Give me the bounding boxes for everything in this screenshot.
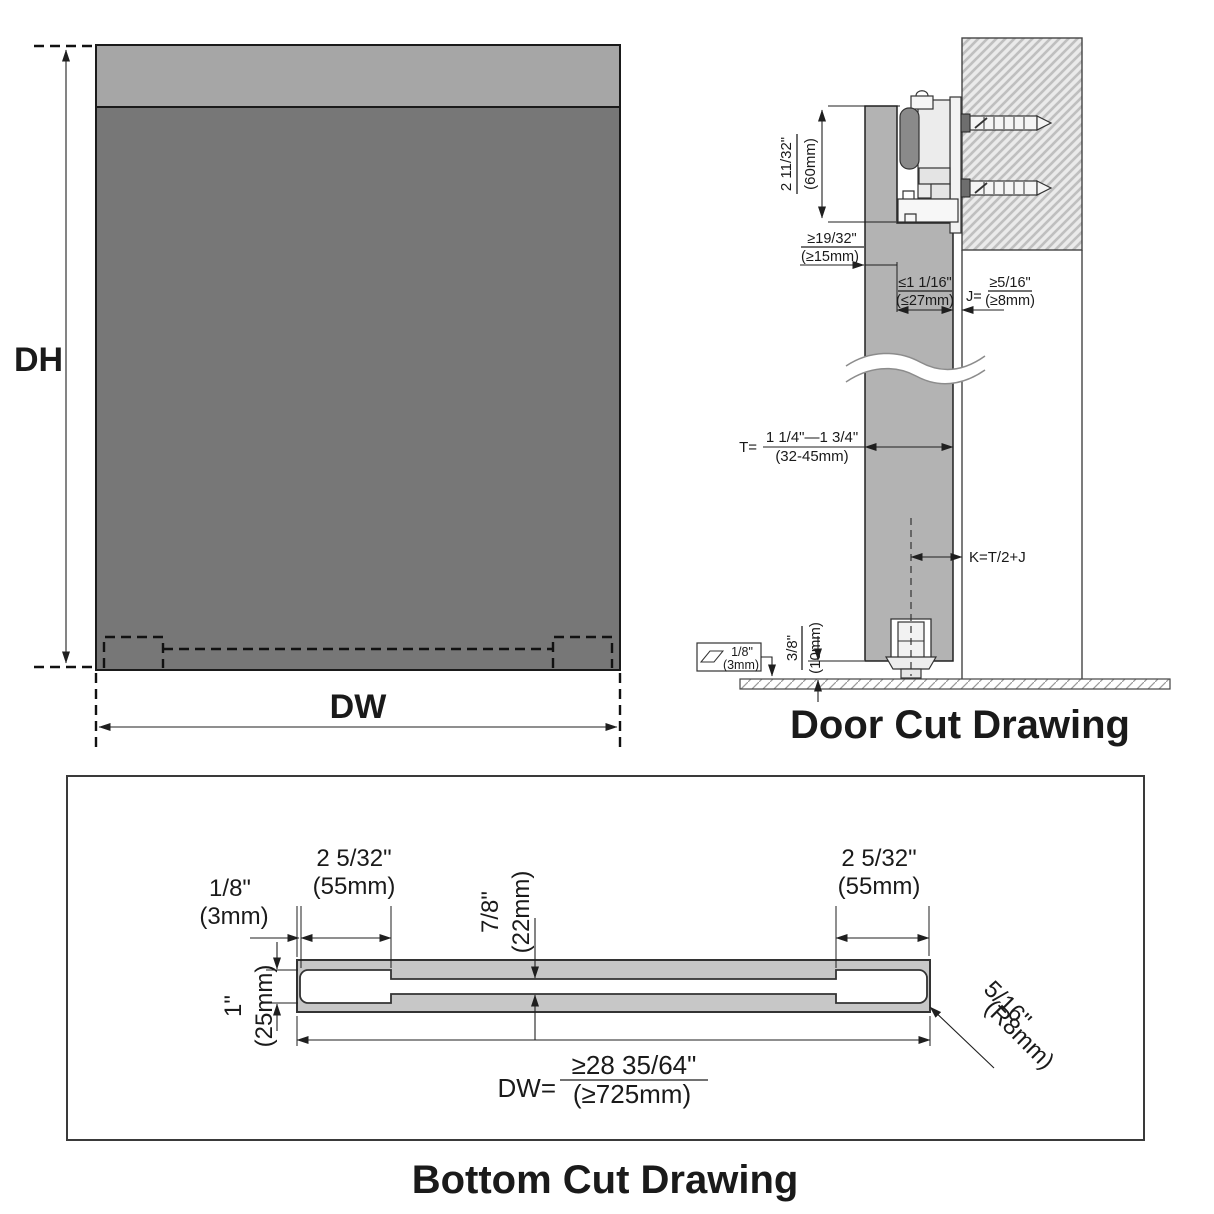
- thickness-mm: (32-45mm): [775, 448, 848, 465]
- dim-min-door-width: DW= ≥28 35/64" (≥725mm): [296, 1016, 931, 1109]
- dh-label: DH: [14, 341, 63, 379]
- dim-track-height: 2 11/32" (60mm): [778, 105, 900, 223]
- spacer-inch: 1/8": [731, 645, 753, 659]
- foot-profile-notch-upper: [902, 190, 915, 199]
- k-formula-label: K=T/2+J: [969, 549, 1026, 566]
- dim-cut-depth: ≤1 1/16" (≤27mm): [896, 275, 954, 314]
- hanger-bracket-upper: [918, 167, 951, 185]
- dim-groove-width: 7/8" (22mm): [477, 871, 539, 1040]
- thickness-inch: 1 1/4"—1 3/4": [766, 429, 858, 446]
- door-top-band: [95, 44, 621, 108]
- spacer-mm: (3mm): [723, 658, 759, 672]
- dim-k-offset: K=T/2+J: [910, 518, 1026, 676]
- dim-pocket-left: 2 5/32" (55mm): [300, 845, 396, 968]
- jamb-gap-prefix: J=: [966, 289, 982, 305]
- dim-door-width: DW: [94, 673, 622, 747]
- break-band: [846, 353, 985, 384]
- break-symbol: [845, 352, 986, 385]
- wall-hatched-block: [961, 37, 1083, 251]
- lag-screw-lower: [969, 180, 1053, 196]
- floor-clearance-inch: 3/8": [784, 635, 801, 661]
- screw-ribs: [983, 182, 1025, 194]
- pocket-right-inch: 2 5/32": [841, 845, 916, 872]
- hanger-top-clip: [910, 95, 934, 110]
- groove-cut-shape: [299, 969, 928, 1004]
- screw-thread-mark: [974, 117, 988, 129]
- dim-pocket-right: 2 5/32" (55mm): [835, 845, 930, 968]
- jamb-gap-mm: (≥8mm): [985, 293, 1035, 309]
- pocket-width-mm: (25mm): [251, 965, 278, 1048]
- door-size-diagram: DH DW: [14, 44, 622, 747]
- min-remaining-inch: ≥19/32": [807, 231, 856, 247]
- door-cut-title: Door Cut Drawing: [790, 703, 1130, 747]
- foot-profile-notch-lower: [904, 213, 917, 222]
- hanger-hook: [915, 90, 929, 97]
- bottom-pocket-left-dashed: [102, 635, 165, 668]
- break-wave-bottom: [845, 367, 986, 385]
- floor-clearance-mm: (10mm): [807, 622, 824, 674]
- dim-floor-clearance: 3/8" (10mm): [784, 622, 864, 702]
- pocket-left-inch: 2 5/32": [316, 845, 391, 872]
- roller-wheel: [899, 107, 920, 170]
- track-hardware: [897, 90, 1053, 234]
- min-remaining-mm: (≥15mm): [801, 249, 859, 265]
- cut-depth-mm: (≤27mm): [896, 293, 954, 309]
- radius-leader: [929, 1006, 995, 1069]
- door-panel-front: [95, 44, 621, 671]
- break-wave-top: [845, 352, 986, 371]
- screw-thread-mark: [974, 182, 988, 194]
- spacer-icon: [699, 650, 725, 663]
- dim-door-height: DH: [14, 44, 98, 669]
- spacer-leader: [761, 656, 776, 677]
- screw-washer-upper: [960, 113, 971, 133]
- edge-offset-inch: 1/8": [209, 875, 251, 902]
- track-height-mm: (60mm): [802, 138, 819, 190]
- bottom-cut-drawing: 1/8" (3mm) 2 5/32" (55mm) 2 5/32" (55mm)…: [66, 775, 1145, 1202]
- door-cut-drawing: 2 11/32" (60mm) ≥19/32" (≥15mm) ≤1 1/16"…: [696, 37, 1171, 747]
- pocket-left-mm: (55mm): [313, 873, 396, 900]
- screw-washer-lower: [960, 178, 971, 198]
- dim-edge-offset: 1/8" (3mm): [199, 875, 300, 957]
- cut-depth-inch: ≤1 1/16": [898, 275, 951, 291]
- spacer-callout: 1/8" (3mm): [696, 642, 776, 677]
- screw-ribs: [983, 117, 1025, 129]
- groove-width-mm: (22mm): [508, 871, 535, 954]
- dim-jamb-gap: J= ≥5/16" (≥8mm): [961, 275, 1035, 314]
- dw-label: DW: [330, 688, 388, 726]
- lag-screw-upper: [969, 115, 1053, 131]
- hanger-bracket-lower: [930, 183, 951, 200]
- track-height-inch: 2 11/32": [778, 137, 795, 191]
- pocket-right-mm: (55mm): [838, 873, 921, 900]
- min-width-prefix: DW=: [498, 1073, 557, 1103]
- min-width-mm: (≥725mm): [573, 1079, 691, 1109]
- min-width-inch: ≥28 35/64": [572, 1050, 697, 1080]
- floor-strip: [739, 678, 1171, 690]
- screw-tip: [1036, 180, 1053, 196]
- bottom-cut-title: Bottom Cut Drawing: [412, 1158, 799, 1202]
- pocket-width-inch: 1": [220, 995, 247, 1017]
- bottom-pocket-right-dashed: [551, 635, 614, 668]
- dim-min-remaining: ≥19/32" (≥15mm): [800, 231, 898, 312]
- dim-door-thickness: T= 1 1/4"—1 3/4" (32-45mm): [739, 429, 954, 465]
- guide-base: [900, 668, 922, 679]
- track-foot: [897, 198, 959, 223]
- groove-width-inch: 7/8": [477, 891, 504, 933]
- drawing-frame: [66, 775, 1145, 1141]
- thickness-prefix: T=: [739, 439, 757, 456]
- jamb-gap-inch: ≥5/16": [989, 275, 1030, 291]
- edge-offset-mm: (3mm): [199, 903, 268, 930]
- screw-tip: [1036, 115, 1053, 131]
- dim-pocket-width: 1" (25mm): [220, 942, 298, 1047]
